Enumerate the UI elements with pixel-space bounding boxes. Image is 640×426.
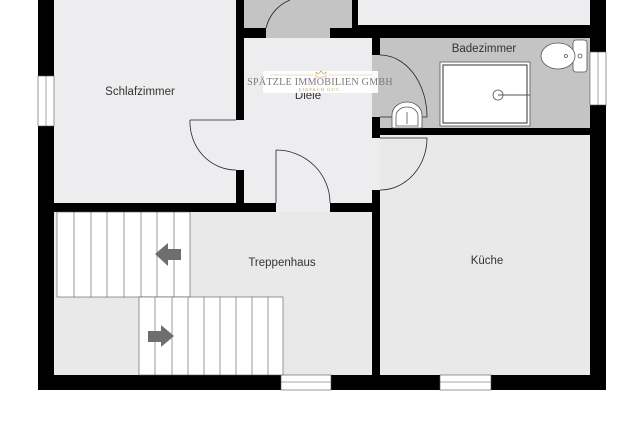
door-swing-kueche <box>379 137 428 191</box>
door-opening-kueche <box>372 138 380 190</box>
window-kueche <box>439 374 492 391</box>
door-opening-top <box>266 28 330 38</box>
door-swing-treppenhaus <box>275 149 331 204</box>
door-swing-bad <box>379 54 428 118</box>
room-schlafzimmer <box>54 0 236 203</box>
room-label-badezimmer: Badezimmer <box>452 43 517 55</box>
room-top-right <box>358 0 590 25</box>
door-swing-top <box>265 0 291 29</box>
door-opening-schlafzimmer <box>236 120 244 170</box>
room-label-schlafzimmer: Schlafzimmer <box>105 86 175 98</box>
arrow-left-icon <box>155 243 181 266</box>
window-treppenhaus <box>280 374 332 391</box>
watermark-name: SPÄTZLE IMMOBILIEN GMBH <box>247 76 393 88</box>
room-top-hall <box>244 0 352 28</box>
staircase-upper <box>56 211 191 298</box>
room-label-kueche: Küche <box>471 255 504 267</box>
arrow-right-icon <box>148 325 174 347</box>
room-diele <box>244 38 372 203</box>
staircase-lower <box>138 296 284 376</box>
sink-icon <box>391 101 423 129</box>
toilet-icon <box>540 39 588 73</box>
door-swing-schlafzimmer <box>189 119 237 171</box>
crown-icon <box>315 70 327 78</box>
room-kueche <box>380 135 590 375</box>
door-opening-treppenhaus <box>276 203 330 212</box>
watermark-tagline: EINFACH GUT. <box>299 87 341 92</box>
shower-tray <box>439 61 531 127</box>
watermark-logo: SPÄTZLE IMMOBILIEN GMBH EINFACH GUT. <box>247 70 393 93</box>
room-label-treppenhaus: Treppenhaus <box>248 257 316 269</box>
